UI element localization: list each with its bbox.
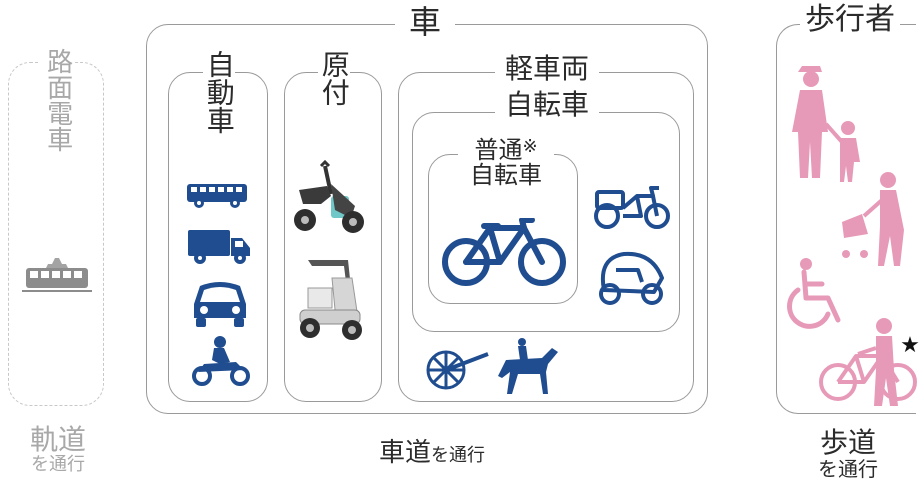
bicycle-icon <box>442 218 566 286</box>
automobile-title: 自動車 <box>203 48 236 142</box>
tram-title: 路面電車 <box>40 46 74 161</box>
stroller-pusher-icon <box>842 172 904 266</box>
wheelchair-icon <box>787 258 841 329</box>
car-icon <box>194 282 246 327</box>
bicycle-trailer-icon <box>599 251 664 305</box>
pedestrian-title: 歩行者 <box>800 4 900 36</box>
cart-icon <box>426 350 489 390</box>
vehicle-caption: 車道を通行 <box>378 438 485 468</box>
moped-title: 原付 <box>318 48 351 114</box>
bicycle-title: 自転車 <box>495 90 599 119</box>
tricycle-icon <box>594 186 670 229</box>
horse-rider-icon <box>498 338 558 394</box>
pedestrian-caption: 歩道 を通行 <box>818 426 878 482</box>
truck-icon <box>188 230 250 264</box>
person-walking-bicycle-icon <box>819 318 917 406</box>
star-mark: ★ <box>900 333 920 358</box>
scooter-icon <box>294 160 364 233</box>
motorcycle-icon <box>192 336 250 386</box>
ordinary-bicycle-title: 普通※ 自転車 <box>458 137 554 189</box>
adult-with-child-icon <box>792 66 860 182</box>
tram-caption: 軌道 を通行 <box>10 425 106 476</box>
canopy-scooter-icon <box>299 260 362 340</box>
tram-icon <box>22 258 92 292</box>
vehicle-title: 車 <box>395 5 455 40</box>
bus-icon <box>187 184 247 208</box>
light-vehicle-title: 軽車両 <box>495 54 599 83</box>
